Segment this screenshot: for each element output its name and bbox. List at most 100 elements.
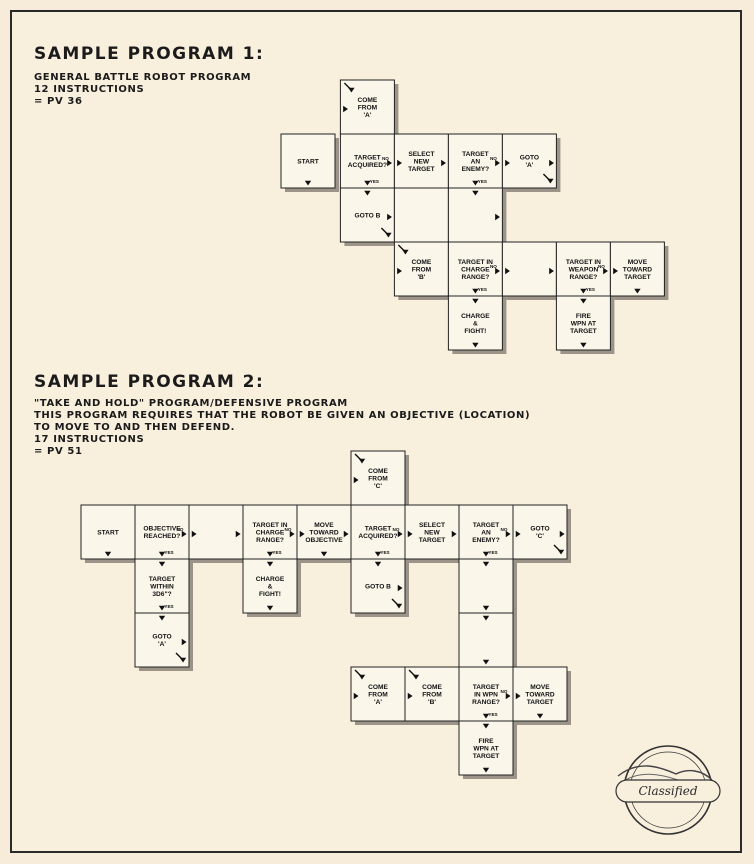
instruction-cell-box [393,133,449,189]
no-label: NO [598,264,605,269]
instruction-cell-box [134,504,190,560]
instruction-cell-box [188,504,244,560]
instruction-cell-p1-blank-2 [447,187,503,243]
instruction-text: FIGHT! [464,328,486,335]
instruction-cell-box [447,295,503,351]
arrow-right-icon [549,267,554,275]
instruction-text: SELECT [408,151,434,158]
instruction-text: CHARGE [461,313,490,320]
arrow-right-icon [559,530,565,538]
arrow-down-icon [364,180,371,186]
arrow-diagonal-out-icon-head [395,603,403,609]
instruction-text: TOWARD [309,529,338,536]
instruction-text: TARGET [149,576,176,583]
arrow-in-left-icon [515,530,521,538]
instruction-text: WEAPON [569,266,599,273]
instruction-text: IN WPN [474,691,498,698]
arrow-in-top-icon [482,561,490,567]
arrow-in-top-icon [482,723,490,729]
instruction-text: & [268,583,273,590]
arrow-right-icon [603,267,608,275]
program-1-heading: SAMPLE PROGRAM 1: [34,44,265,64]
program-1-diagram: COMEFROM'A'STARTTARGETACQUIRED?NOYESSELE… [280,79,669,354]
arrow-down-icon [472,180,479,186]
instruction-text: AN [481,529,491,536]
instruction-cell-p1-blank-3 [501,241,557,297]
instruction-cell-p2-charge-fight: CHARGE&FIGHT! [242,558,298,614]
instruction-cell-p1-charge-fight: CHARGE&FIGHT! [447,295,503,351]
arrow-right-icon [505,692,511,700]
instruction-text: WPN AT [473,745,498,752]
instruction-text: & [473,320,478,327]
instruction-text: COME [422,684,442,691]
instruction-text: 'A' [158,641,166,648]
instruction-text: START [97,529,119,536]
arrow-right-icon [343,530,349,538]
instruction-cell-p2-blank-3 [458,612,514,668]
arrow-right-icon [505,530,511,538]
instruction-text: OBJECTIVE [305,537,343,544]
program-2-line: TO MOVE TO AND THEN DEFEND. [34,422,236,433]
instruction-text: TARGET [419,537,446,544]
arrow-down-icon [482,551,490,557]
arrow-diagonal-in-icon-head [358,458,366,464]
program-2-line: = PV 51 [34,446,83,457]
arrow-in-left-icon [299,530,305,538]
arrow-right-icon [441,159,446,167]
instruction-text: TARGET [408,166,435,173]
arrow-down-icon [266,605,274,611]
arrow-right-icon [549,159,554,167]
instruction-text: COME [412,259,432,266]
yes-label: YES [164,550,173,555]
arrow-down-icon [482,605,490,611]
instruction-text: TARGET [354,155,381,162]
arrow-down-icon [482,767,490,773]
instruction-text: REACHED? [144,533,181,540]
instruction-text: TARGET [570,328,597,335]
instruction-cell-p2-goto-b: GOTO B [350,558,406,614]
arrow-right-icon [495,213,500,221]
arrow-in-top-icon [472,190,479,196]
arrow-in-left-icon [613,267,618,275]
program-2-diagram: COMEFROM'C'STARTOBJECTIVEREACHED?NOYESTA… [80,450,571,779]
instruction-text: 'A' [525,162,533,169]
arrow-in-top-icon [482,615,490,621]
program-2-line: "TAKE AND HOLD" PROGRAM/DEFENSIVE PROGRA… [34,398,348,409]
instruction-text: FIRE [478,738,494,745]
instruction-cell-box [134,558,190,614]
instruction-cell-box [393,187,449,243]
instruction-text: TOWARD [525,691,554,698]
instruction-text: COME [368,684,388,691]
instruction-text: ENEMY? [472,537,499,544]
instruction-text: RANGE? [461,274,489,281]
instruction-cell-p2-blank-1 [188,504,244,560]
instruction-text: FIGHT! [259,591,281,598]
no-label: NO [501,527,508,532]
arrow-down-icon [634,288,641,294]
instruction-cell-box [501,241,557,297]
arrow-down-icon [158,605,166,611]
instruction-text: ENEMY? [462,166,489,173]
arrow-down-icon [482,659,490,665]
arrow-right-icon [289,530,295,538]
yes-label: YES [478,287,487,292]
instruction-text: NEW [414,158,430,165]
instruction-text: RANGE? [256,537,284,544]
instruction-cell-box [512,666,568,722]
classified-stamp-text: Classified [638,784,697,798]
arrow-down-icon [304,180,312,186]
instruction-text: CHARGE [256,529,285,536]
instruction-text: RANGE? [472,699,500,706]
instruction-text: FROM [422,691,442,698]
arrow-in-left-icon [343,105,348,113]
